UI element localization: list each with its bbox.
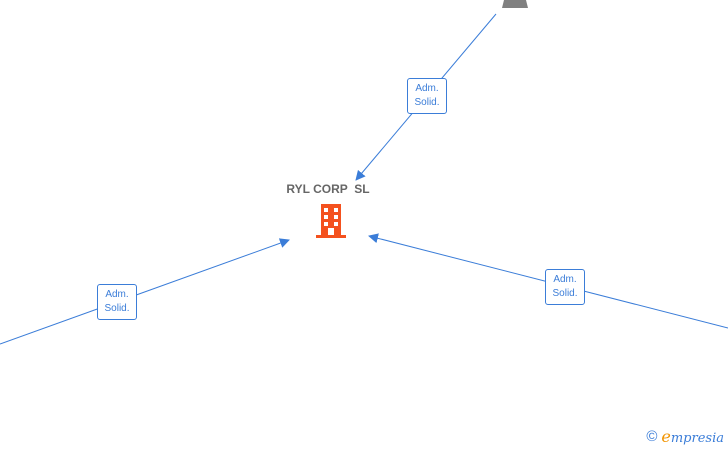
edge-label-line2: Solid. xyxy=(552,288,578,299)
edge-label-line1: Adm. xyxy=(105,289,129,300)
copyright-icon: © xyxy=(646,427,658,445)
edge-label-top[interactable]: Adm. Solid. xyxy=(407,78,447,114)
edge-line-left xyxy=(0,238,290,345)
edge-label-right[interactable]: Adm. Solid. xyxy=(545,269,585,305)
company-name[interactable]: RYL CORP SL xyxy=(286,182,370,196)
edge-label-line2: Solid. xyxy=(104,303,130,314)
empresia-logo: empresia xyxy=(661,426,724,446)
edge-label-line1: Adm. xyxy=(415,83,439,94)
building-icon[interactable] xyxy=(315,204,347,238)
brand-logo: © empresia xyxy=(646,426,724,446)
edge-label-line2: Solid. xyxy=(414,97,440,108)
person-icon[interactable] xyxy=(500,0,530,8)
edge-label-line1: Adm. xyxy=(553,274,577,285)
edge-label-left[interactable]: Adm. Solid. xyxy=(97,284,137,320)
